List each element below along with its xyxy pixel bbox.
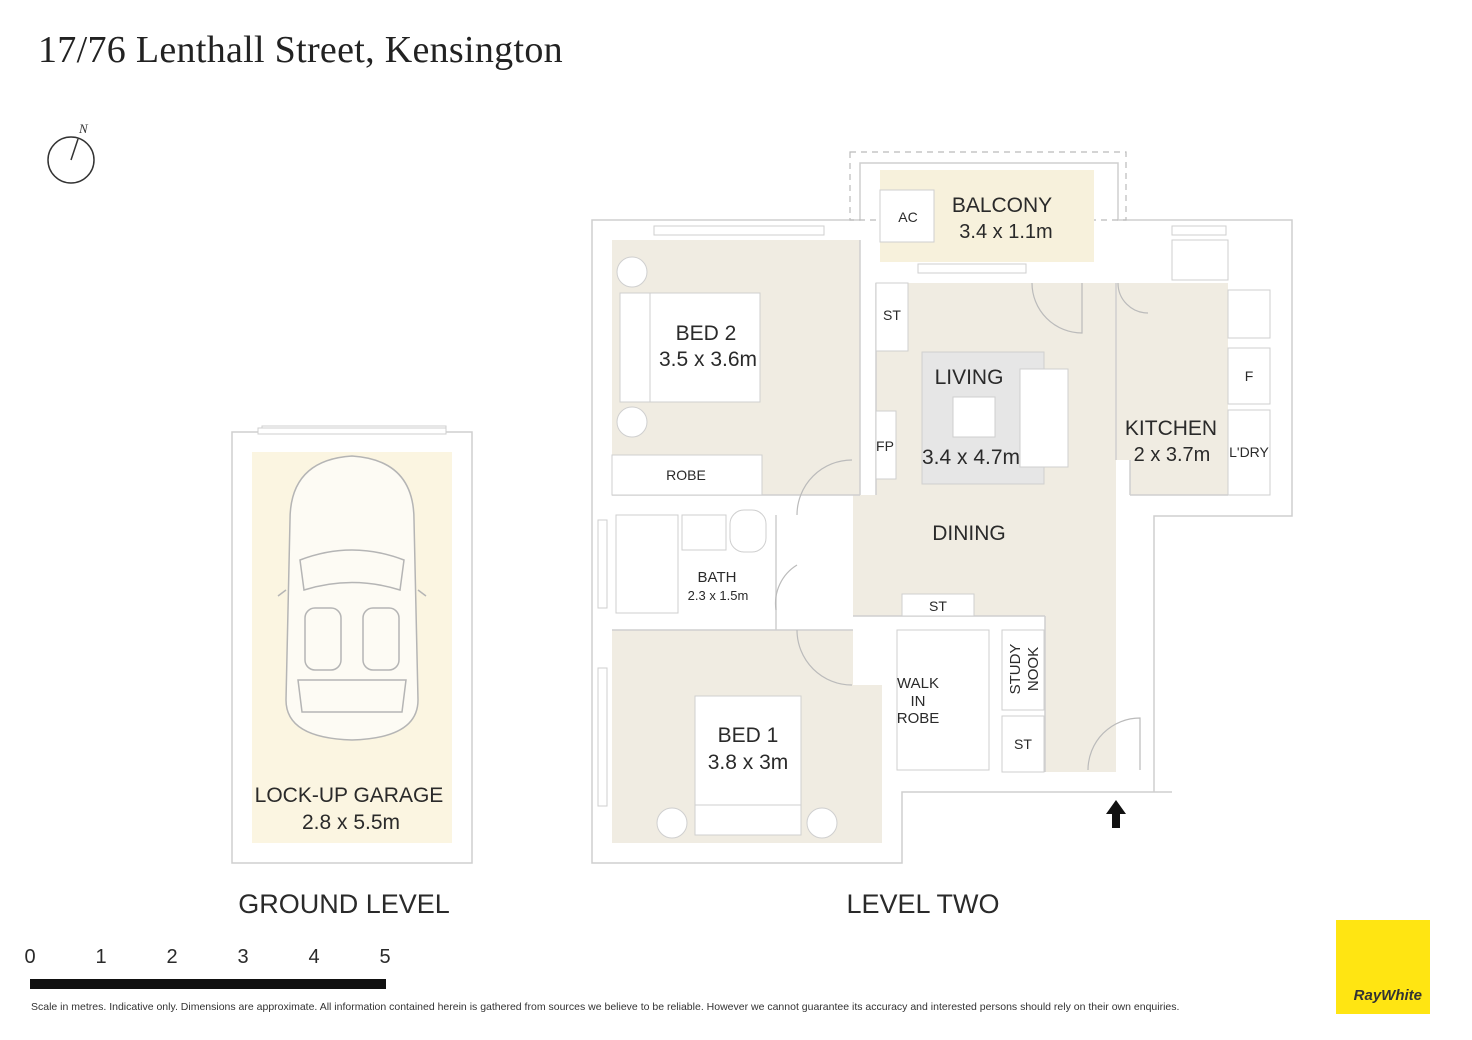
scale-bar: 0 1 2 3 4 5 [24, 946, 391, 989]
walkin-line1: WALK [897, 675, 939, 692]
st-label-1: ST [883, 307, 901, 323]
page-title: 17/76 Lenthall Street, Kensington [38, 29, 563, 71]
garage-dims: 2.8 x 5.5m [302, 811, 400, 834]
laundry-label: L'DRY [1229, 444, 1269, 460]
entry-arrow-icon [1106, 800, 1126, 828]
bed2-dims: 3.5 x 3.6m [659, 348, 757, 371]
laundry [1227, 409, 1271, 496]
study-line2: NOOK [1025, 647, 1042, 691]
brand-name: RayWhite [1353, 987, 1422, 1004]
cooktop [1227, 289, 1271, 339]
fp-label: FP [876, 438, 894, 454]
compass-north-label: N [78, 121, 89, 136]
bath-dims: 2.3 x 1.5m [688, 588, 749, 603]
ac-label: AC [898, 209, 917, 225]
kitchen-dims: 2 x 3.7m [1134, 444, 1211, 466]
st-label-2: ST [929, 598, 947, 614]
study-line1: STUDY [1007, 644, 1024, 695]
kitchen-floor [1116, 283, 1228, 495]
sofa [1019, 368, 1069, 468]
north-compass-icon: N [47, 121, 95, 184]
bed1-label: BED 1 [718, 724, 779, 747]
level-two-plan [257, 151, 1293, 864]
kitchen-label: KITCHEN [1125, 417, 1217, 440]
garage-label: LOCK-UP GARAGE [255, 784, 444, 807]
storage-2 [901, 593, 975, 617]
living-label: LIVING [935, 366, 1004, 389]
scale-tick-1: 1 [95, 946, 106, 968]
ac-unit [879, 189, 935, 243]
storage-1 [875, 282, 909, 352]
balcony-dims: 3.4 x 1.1m [959, 221, 1052, 243]
scale-tick-3: 3 [237, 946, 248, 968]
living-dims: 3.4 x 4.7m [922, 446, 1020, 469]
scale-tick-2: 2 [166, 946, 177, 968]
garage-area [231, 425, 473, 864]
car-icon [277, 455, 427, 741]
basin [681, 514, 727, 551]
raywhite-logo: RayWhite [1336, 920, 1430, 1014]
bed2-robe [611, 454, 763, 496]
walkin-line2: IN [911, 693, 926, 710]
bed1-dims: 3.8 x 3m [708, 751, 789, 774]
level-two-label: LEVEL TWO [846, 889, 999, 919]
storage-3 [1001, 715, 1045, 773]
fridge-label: F [1245, 368, 1254, 384]
sink [1171, 239, 1229, 281]
scale-tick-5: 5 [379, 946, 390, 968]
bath-label: BATH [698, 569, 737, 586]
walk-in-robe [896, 629, 990, 771]
scale-tick-0: 0 [24, 946, 35, 968]
fireplace [875, 410, 897, 480]
ground-level-label: GROUND LEVEL [238, 889, 450, 919]
dining-label: DINING [932, 522, 1006, 545]
st-label-3: ST [1014, 736, 1032, 752]
study-nook [1001, 629, 1045, 711]
robe-label: ROBE [666, 467, 706, 483]
walkin-line3: ROBE [897, 710, 940, 727]
balcony-label: BALCONY [952, 194, 1052, 217]
coffee-table [952, 396, 996, 438]
scale-tick-4: 4 [308, 946, 319, 968]
bed2-label: BED 2 [676, 322, 737, 345]
fridge [1227, 347, 1271, 405]
toilet [729, 509, 767, 553]
disclaimer-text: Scale in metres. Indicative only. Dimens… [31, 1001, 1180, 1013]
shower [615, 514, 679, 614]
